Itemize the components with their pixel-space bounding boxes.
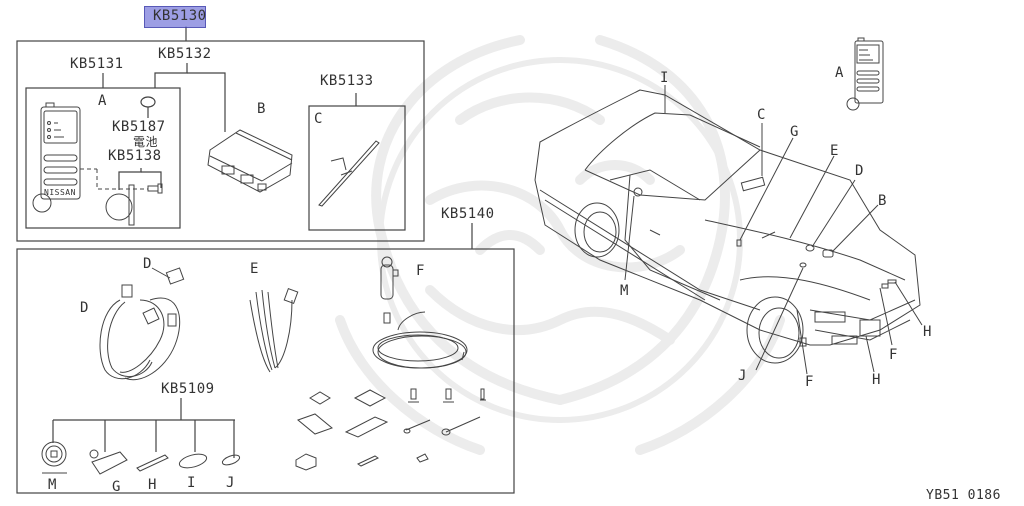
key-holder-icon xyxy=(105,184,135,226)
remote-key-icon xyxy=(32,102,163,213)
vehicle-callout-b: B xyxy=(878,193,887,209)
label-battery: 電池 xyxy=(133,135,159,149)
control-unit-icon xyxy=(207,129,293,193)
callout-j-part: J xyxy=(226,475,235,491)
vehicle-callout-m: M xyxy=(620,283,629,299)
label-kb5130[interactable]: KB5130 xyxy=(153,8,207,24)
label-kb5133[interactable]: KB5133 xyxy=(320,73,374,89)
callout-b: B xyxy=(257,101,266,117)
label-kb5187[interactable]: KB5187 xyxy=(112,119,166,135)
vehicle-callout-a: A xyxy=(835,65,844,81)
antenna-icon xyxy=(318,140,380,207)
group-lower-frame xyxy=(16,248,515,494)
callout-m-part: M xyxy=(48,477,57,493)
callout-e: E xyxy=(250,261,259,277)
callout-d-harness: D xyxy=(80,300,89,316)
vehicle-callout-h-right: H xyxy=(923,324,932,340)
callout-h-part: H xyxy=(148,477,157,493)
vehicle-callout-c: C xyxy=(757,107,766,123)
vehicle-callout-h-bottom: H xyxy=(872,372,881,388)
siren-f-icon xyxy=(372,256,468,369)
battery-icon xyxy=(140,96,156,108)
remote-key-small-icon xyxy=(846,37,884,111)
harness-e-icon xyxy=(249,288,299,373)
vehicle-callout-d: D xyxy=(855,163,864,179)
label-kb5132[interactable]: KB5132 xyxy=(158,46,212,62)
label-kb5109[interactable]: KB5109 xyxy=(161,381,215,397)
harness-d-icon xyxy=(99,267,185,381)
figure-id: YB51 0186 xyxy=(926,488,1001,503)
vehicle-callout-g: G xyxy=(790,124,799,140)
vehicle-callout-e: E xyxy=(830,143,839,159)
key-brand-text: NISSAN xyxy=(44,188,76,197)
kb5109-parts-icon xyxy=(41,441,241,475)
vehicle-leader-lines xyxy=(624,85,923,375)
callout-f: F xyxy=(416,263,425,279)
selected-highlight xyxy=(144,6,206,28)
vehicle-callout-f-right: F xyxy=(889,347,898,363)
callout-i-part: I xyxy=(187,475,196,491)
label-kb5138[interactable]: KB5138 xyxy=(108,148,162,164)
group-upper-frame xyxy=(16,40,425,242)
callout-a: A xyxy=(98,93,107,109)
callout-d-connector: D xyxy=(143,256,152,272)
clips-icon xyxy=(403,388,486,463)
vehicle-callout-f-left: F xyxy=(805,374,814,390)
vehicle-callout-j: J xyxy=(738,368,747,384)
vehicle-illustration xyxy=(534,89,921,364)
kb5133-frame xyxy=(308,105,406,231)
callout-g-part: G xyxy=(112,479,121,495)
label-kb5131[interactable]: KB5131 xyxy=(70,56,124,72)
label-kb5140[interactable]: KB5140 xyxy=(441,206,495,222)
callout-c: C xyxy=(314,111,323,127)
adhesive-pads-icon xyxy=(295,389,389,471)
vehicle-callout-i: I xyxy=(660,70,669,86)
